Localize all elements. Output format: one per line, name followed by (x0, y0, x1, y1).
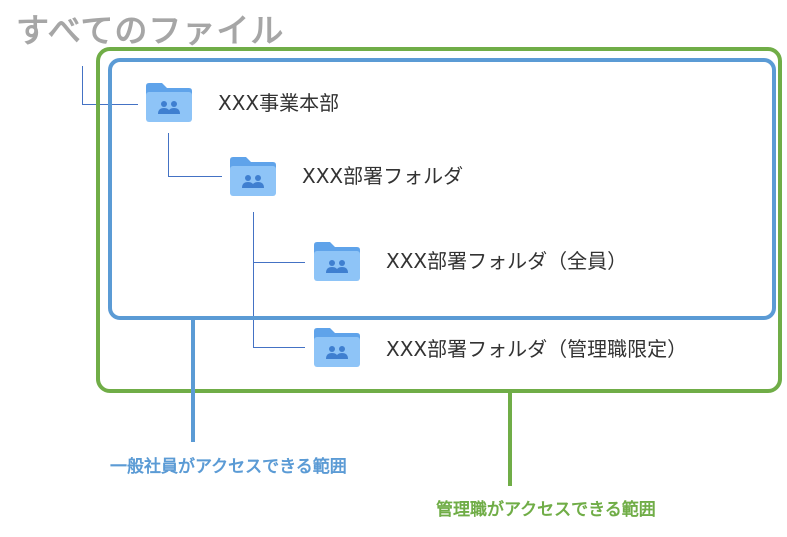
tree-connector (253, 347, 305, 348)
tree-connector (168, 176, 222, 177)
folder-label-managers-only[interactable]: XXX部署フォルダ（管理職限定） (386, 337, 688, 361)
shared-folder-icon[interactable] (143, 80, 195, 124)
general-range-caption: 一般社員がアクセスできる範囲 (110, 457, 347, 477)
tree-connector (82, 66, 83, 105)
root-folder-title: すべてのファイル (16, 11, 285, 50)
manager-range-caption: 管理職がアクセスできる範囲 (436, 500, 656, 520)
shared-folder-icon[interactable] (311, 325, 363, 369)
general-range-connector (191, 320, 195, 442)
folder-label-department[interactable]: XXX部署フォルダ (302, 164, 464, 188)
tree-connector (253, 212, 254, 348)
shared-folder-icon[interactable] (227, 154, 279, 198)
tree-connector (253, 262, 305, 263)
folder-label-division[interactable]: XXX事業本部 (218, 91, 340, 115)
tree-connector (168, 133, 169, 177)
shared-folder-icon[interactable] (311, 239, 363, 283)
general-access-range-box (108, 58, 776, 320)
manager-range-connector (508, 393, 512, 486)
folder-label-all-staff[interactable]: XXX部署フォルダ（全員） (386, 249, 628, 273)
manager-access-range-box (96, 47, 782, 393)
